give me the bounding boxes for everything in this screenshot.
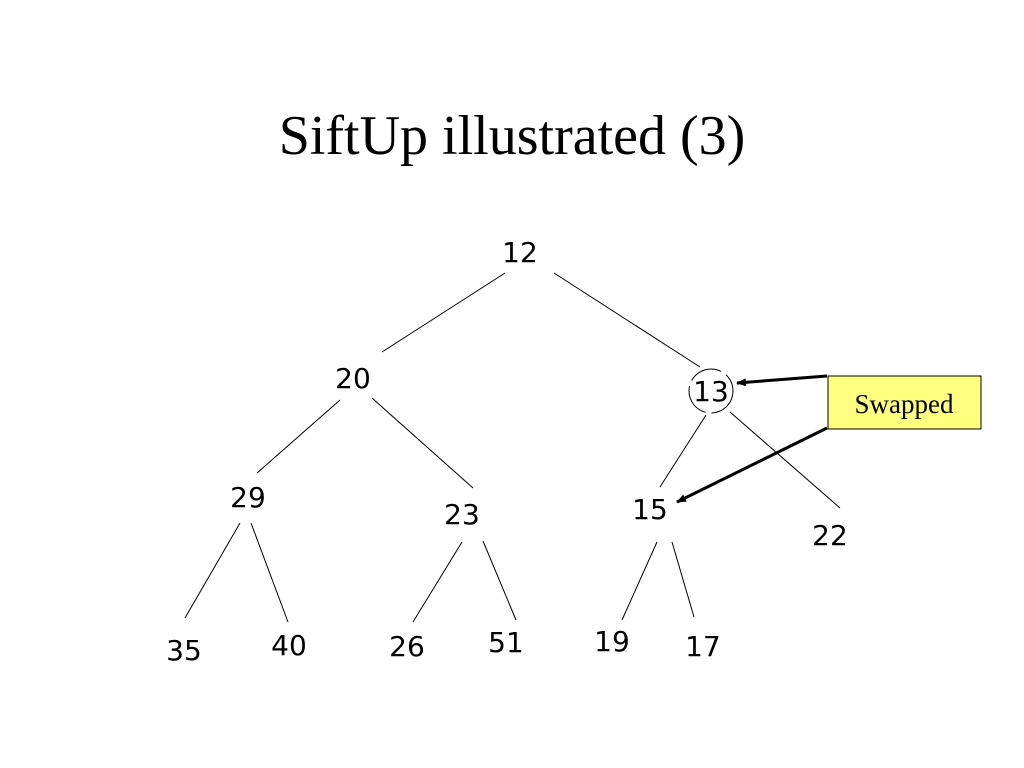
edge-29-35 <box>184 522 241 619</box>
node-13: 13 <box>693 375 729 408</box>
edge-12-13 <box>553 272 701 368</box>
edge-15-19 <box>621 541 658 621</box>
tree-nodes: 12 20 13 29 23 15 22 35 40 26 51 19 17 <box>166 236 848 667</box>
edge-23-51 <box>482 540 517 621</box>
node-15: 15 <box>632 493 668 526</box>
arrow-to-13 <box>736 374 828 387</box>
node-51: 51 <box>488 626 524 659</box>
node-20: 20 <box>335 362 371 395</box>
highlight-circle <box>688 368 734 414</box>
edge-20-23 <box>371 397 474 489</box>
node-26: 26 <box>389 630 425 663</box>
callout-label: Swapped <box>855 389 954 419</box>
node-29: 29 <box>230 481 266 514</box>
swapped-callout: Swapped <box>827 375 982 430</box>
arrow-to-15 <box>676 426 828 504</box>
node-17: 17 <box>685 630 721 663</box>
callout-box <box>827 375 982 430</box>
node-40: 40 <box>271 629 307 662</box>
slide-title: SiftUp illustrated (3) <box>278 105 746 167</box>
edge-12-20 <box>381 272 506 353</box>
edge-13-22 <box>729 411 841 509</box>
tree-edges <box>184 272 841 623</box>
node-35: 35 <box>166 634 202 667</box>
callout-arrows <box>676 374 828 504</box>
node-12: 12 <box>502 236 538 269</box>
edge-20-29 <box>256 399 341 474</box>
edge-13-15 <box>659 414 707 488</box>
edge-15-17 <box>671 541 695 618</box>
edge-29-40 <box>250 522 289 623</box>
edge-23-26 <box>412 541 463 623</box>
node-23: 23 <box>444 498 480 531</box>
node-22: 22 <box>812 519 848 552</box>
node-19: 19 <box>594 625 630 658</box>
